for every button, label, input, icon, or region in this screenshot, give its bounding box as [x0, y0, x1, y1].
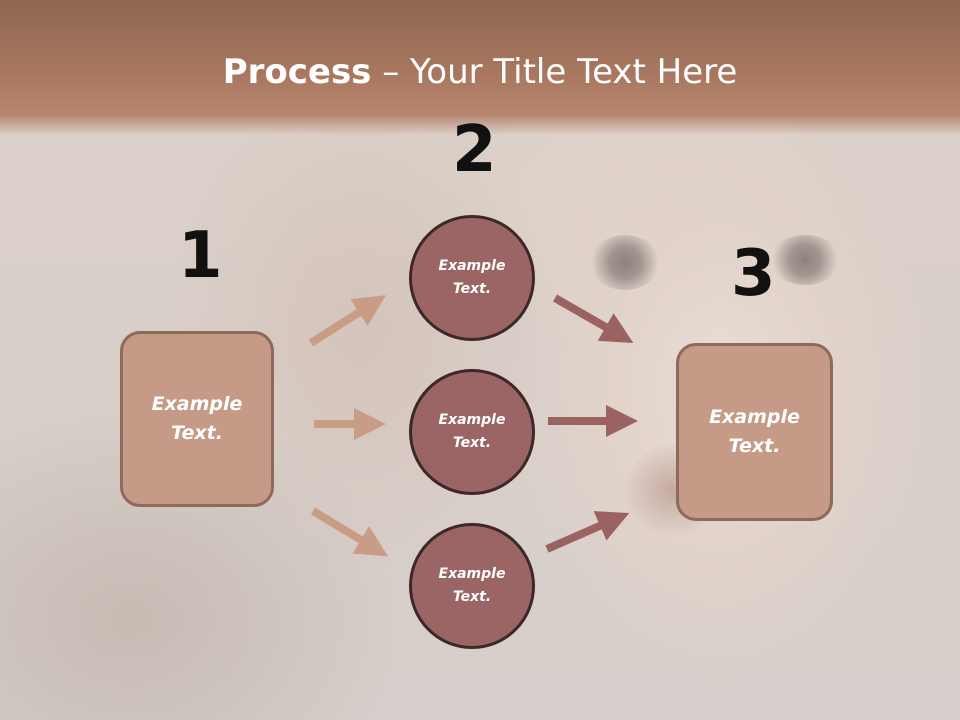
circle-top[interactable]: Example Text.	[409, 215, 535, 341]
circle-bottom[interactable]: Example Text.	[409, 523, 535, 649]
arrow-2-to-3-bottom	[545, 511, 630, 553]
right-box[interactable]: Example Text.	[676, 343, 833, 521]
eye-left	[590, 235, 660, 290]
circle-middle-label: Example Text.	[438, 412, 506, 451]
title-band	[0, 0, 960, 135]
arrow-1-to-2-bottom	[310, 507, 389, 557]
step-number-3: 3	[731, 237, 776, 311]
step-number-2: 2	[452, 113, 497, 187]
circle-bottom-label: Example Text.	[438, 566, 506, 605]
left-box[interactable]: Example Text.	[120, 331, 274, 507]
step-number-1: 1	[178, 219, 223, 293]
eye-right	[770, 235, 840, 285]
circle-top-label: Example Text.	[438, 258, 506, 297]
arrow-1-to-2-top	[308, 295, 386, 347]
slide-title: Process – Your Title Text Here	[0, 52, 960, 92]
arrow-2-to-3-top	[553, 294, 634, 343]
right-box-label: Example Text.	[709, 406, 800, 457]
title-rest: – Your Title Text Here	[371, 52, 738, 92]
title-bold: Process	[222, 52, 372, 92]
circle-middle[interactable]: Example Text.	[409, 369, 535, 495]
left-box-label: Example Text.	[151, 393, 243, 444]
